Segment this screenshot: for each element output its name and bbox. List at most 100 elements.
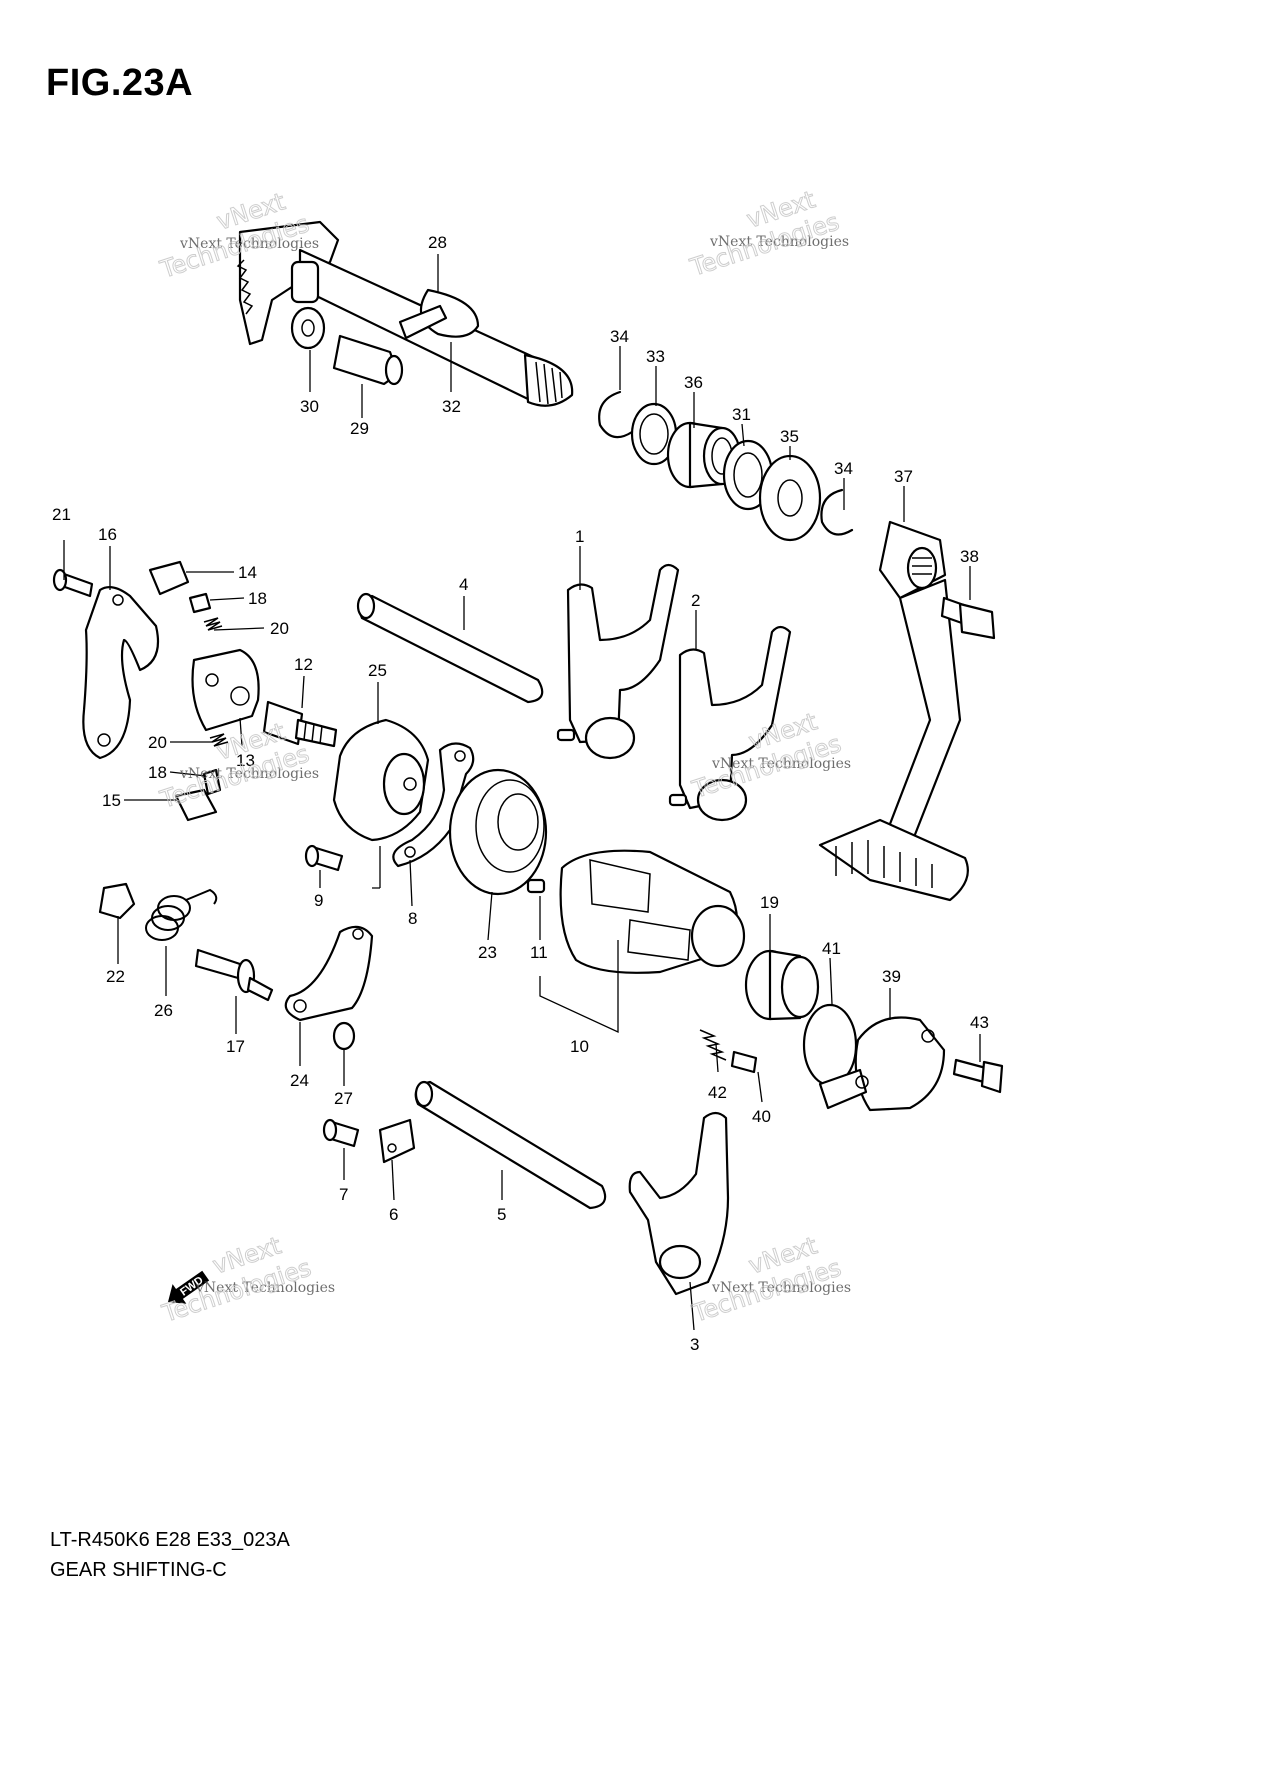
callout-2: 2 [691, 591, 700, 610]
callout-1: 1 [575, 527, 584, 546]
callout-6: 6 [389, 1205, 398, 1224]
pin [148, 560, 190, 596]
callout-43: 43 [970, 1013, 989, 1032]
callout-23: 23 [478, 943, 497, 962]
bolt [262, 700, 338, 748]
return-spring [145, 888, 218, 941]
callout-22: 22 [106, 967, 125, 986]
callout-34: 34 [834, 459, 853, 478]
callout-5: 5 [497, 1205, 506, 1224]
callout-18: 18 [148, 763, 167, 782]
callout-4: 4 [459, 575, 468, 594]
bolt [194, 948, 274, 1002]
gearshift-cam [559, 849, 746, 974]
callout-42: 42 [708, 1083, 727, 1102]
callout-38: 38 [960, 547, 979, 566]
callout-29: 29 [350, 419, 369, 438]
pin [202, 768, 222, 796]
svg-text:vNext Technologies: vNext Technologies [711, 756, 851, 772]
circlip [598, 390, 634, 439]
callout-25: 25 [368, 661, 387, 680]
callout-40: 40 [752, 1107, 771, 1126]
svg-text:vNext Technologies: vNext Technologies [711, 1280, 851, 1296]
screw [304, 844, 344, 872]
retainer-plate [378, 1118, 416, 1164]
callout-8: 8 [408, 909, 417, 928]
svg-text:vNext Technologies: vNext Technologies [179, 236, 319, 252]
callout-3: 3 [690, 1335, 699, 1354]
callout-34: 34 [610, 327, 629, 346]
callout-19: 19 [760, 893, 779, 912]
svg-text:vNext Technologies: vNext Technologies [179, 766, 319, 782]
gear-position-switch [818, 1016, 946, 1112]
callout-31: 31 [732, 405, 751, 424]
callout-37: 37 [894, 467, 913, 486]
stopper-plate [82, 585, 160, 760]
cam-guide-plate [392, 742, 475, 868]
diagram-footer: LT-R450K6 E28 E33_023A GEAR SHIFTING-C [50, 1525, 290, 1585]
callout-30: 30 [300, 397, 319, 416]
gearshift-cam-plate [332, 718, 430, 842]
callout-15: 15 [102, 791, 121, 810]
callout-12: 12 [294, 655, 313, 674]
figure-title: FIG.23A [46, 62, 194, 104]
spring [203, 617, 223, 631]
callout-11: 11 [530, 943, 548, 962]
shift-fork-shaft [356, 592, 544, 704]
shift-fork [668, 625, 792, 822]
shift-fork [556, 563, 680, 760]
pin [526, 878, 546, 894]
callout-24: 24 [290, 1071, 309, 1090]
bolt [940, 596, 996, 640]
callout-16: 16 [98, 525, 117, 544]
pawl [174, 788, 218, 822]
callout-32: 32 [442, 397, 461, 416]
spring [209, 733, 229, 747]
pin [730, 1050, 758, 1074]
callout-14: 14 [238, 563, 257, 582]
circlip [820, 488, 854, 536]
nut [98, 882, 136, 920]
callout-10: 10 [570, 1037, 589, 1056]
callout-35: 35 [780, 427, 799, 446]
screw [322, 1118, 360, 1148]
shift-arm [284, 925, 374, 1022]
callout-41: 41 [822, 939, 841, 958]
callout-17: 17 [226, 1037, 245, 1056]
section-name: GEAR SHIFTING-C [50, 1559, 227, 1581]
callout-20: 20 [270, 619, 289, 638]
callout-33: 33 [646, 347, 665, 366]
pin [188, 592, 212, 614]
callout-36: 36 [684, 373, 703, 392]
needle-bearing [744, 949, 820, 1021]
washer [290, 306, 326, 350]
washer [758, 454, 822, 542]
callout-7: 7 [339, 1185, 348, 1204]
bearing [448, 768, 548, 896]
part-callouts: 28 30 29 32 34 33 36 31 35 34 37 38 1 2 … [52, 233, 989, 1354]
callout-26: 26 [154, 1001, 173, 1020]
callout-27: 27 [334, 1089, 353, 1108]
shift-fork-shaft [414, 1080, 607, 1210]
callout-28: 28 [428, 233, 447, 252]
callout-13: 13 [236, 751, 255, 770]
leader-lines [63, 254, 981, 1331]
callout-9: 9 [314, 891, 323, 910]
gearshift-shaft [236, 220, 574, 407]
model-code: LT-R450K6 E28 E33_023A [50, 1529, 290, 1551]
bolt [952, 1058, 1004, 1094]
screw [52, 568, 94, 598]
callout-39: 39 [882, 967, 901, 986]
svg-text:vNext Technologies: vNext Technologies [195, 1280, 335, 1296]
cam-driven-gear [191, 648, 260, 732]
spring [699, 1029, 727, 1061]
callout-20: 20 [148, 733, 167, 752]
washer [332, 1021, 356, 1051]
callout-18: 18 [248, 589, 267, 608]
callout-21: 21 [52, 505, 71, 524]
svg-text:vNext Technologies: vNext Technologies [709, 234, 849, 250]
bolt [332, 334, 404, 386]
gearshift-lever [818, 520, 969, 902]
shift-fork [628, 1111, 730, 1296]
